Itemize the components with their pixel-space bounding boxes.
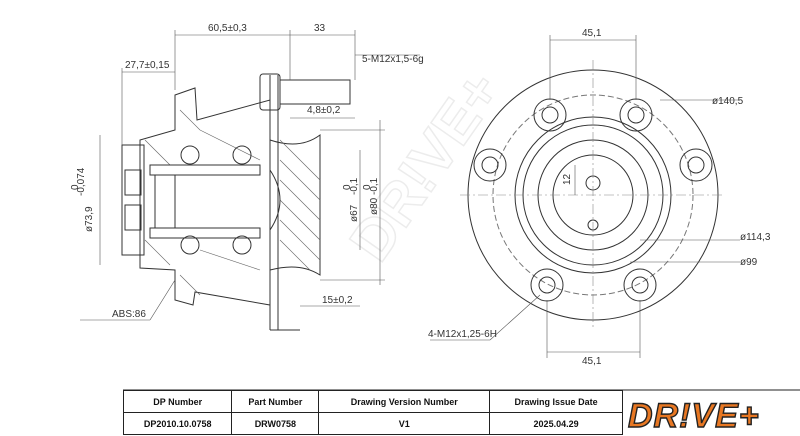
dim-67-tol0: 0	[342, 184, 353, 190]
title-block-value-row: DP2010.10.0758 DRW0758 V1 2025.04.29	[122, 412, 623, 435]
dim-4-8: 4,8±0,2	[307, 105, 341, 116]
dim-114-3: ø114,3	[740, 232, 771, 243]
stud-hole-bottom-right	[623, 268, 657, 302]
abs-seal	[121, 144, 145, 256]
header-dp-number: DP Number	[122, 390, 233, 413]
ball-lower-right	[232, 235, 252, 255]
dim-thread-stud: 5-M12x1,5-6g	[362, 54, 424, 65]
dim-99: ø99	[740, 257, 758, 268]
stud-hole-right	[679, 148, 713, 182]
stud-hole-bottom-left	[530, 268, 564, 302]
dim-73-9-tol0: 0	[70, 184, 81, 190]
dim-80-tol: -0,1	[369, 177, 380, 195]
stud-hole-left	[473, 148, 507, 182]
dim-12: 12	[562, 173, 573, 185]
hatching	[144, 109, 321, 296]
header-issue-date: Drawing Issue Date	[489, 390, 623, 413]
dim-67-tol: -0,1	[349, 177, 360, 195]
dim-27-7: 27,7±0,15	[125, 60, 170, 71]
hub-flange-outline	[139, 87, 321, 306]
dim-15: 15±0,2	[322, 295, 353, 306]
dim-33: 33	[314, 23, 326, 34]
drive-logo-text: DR!VE+	[628, 397, 760, 434]
stud-hole-top-right	[619, 98, 653, 132]
dim-80: ø80	[369, 197, 380, 215]
front-view	[430, 35, 740, 358]
header-part-number: Part Number	[231, 390, 320, 413]
watermark: DR!VE+	[337, 59, 515, 273]
value-issue-date: 2025.04.29	[489, 412, 623, 435]
dim-80-tol0: 0	[362, 184, 373, 190]
dim-45-1-bot: 45,1	[582, 356, 602, 367]
watermark-text: DR!VE+	[337, 60, 513, 273]
drive-logo: DR!VE+	[627, 396, 760, 434]
dim-140-5: ø140,5	[712, 96, 744, 107]
dim-73-9-tol: -0,074	[76, 167, 87, 196]
dim-abs: ABS:86	[112, 309, 146, 320]
dim-45-1-top: 45,1	[582, 28, 602, 39]
dim-73-9: ø73,9	[84, 206, 95, 232]
wheel-stud	[279, 79, 351, 105]
value-drawing-version: V1	[318, 412, 491, 435]
title-block: DP Number Part Number Drawing Version Nu…	[122, 390, 800, 436]
value-part-number: DRW0758	[231, 412, 320, 435]
ball-upper-left	[180, 145, 200, 165]
ball-lower-left	[180, 235, 200, 255]
dim-60-5: 60,5±0,3	[208, 23, 247, 34]
header-drawing-version: Drawing Version Number	[318, 390, 491, 413]
ball-upper-right	[232, 145, 252, 165]
section-view	[80, 30, 420, 331]
title-block-table: DP Number Part Number Drawing Version Nu…	[122, 390, 623, 435]
stud-hole-top-left	[533, 98, 567, 132]
dim-67: ø67	[349, 204, 360, 222]
dim-thread-holes: 4-M12x1,25-6H	[428, 329, 497, 340]
title-block-header-row: DP Number Part Number Drawing Version Nu…	[122, 390, 623, 413]
value-dp-number: DP2010.10.0758	[122, 412, 233, 435]
